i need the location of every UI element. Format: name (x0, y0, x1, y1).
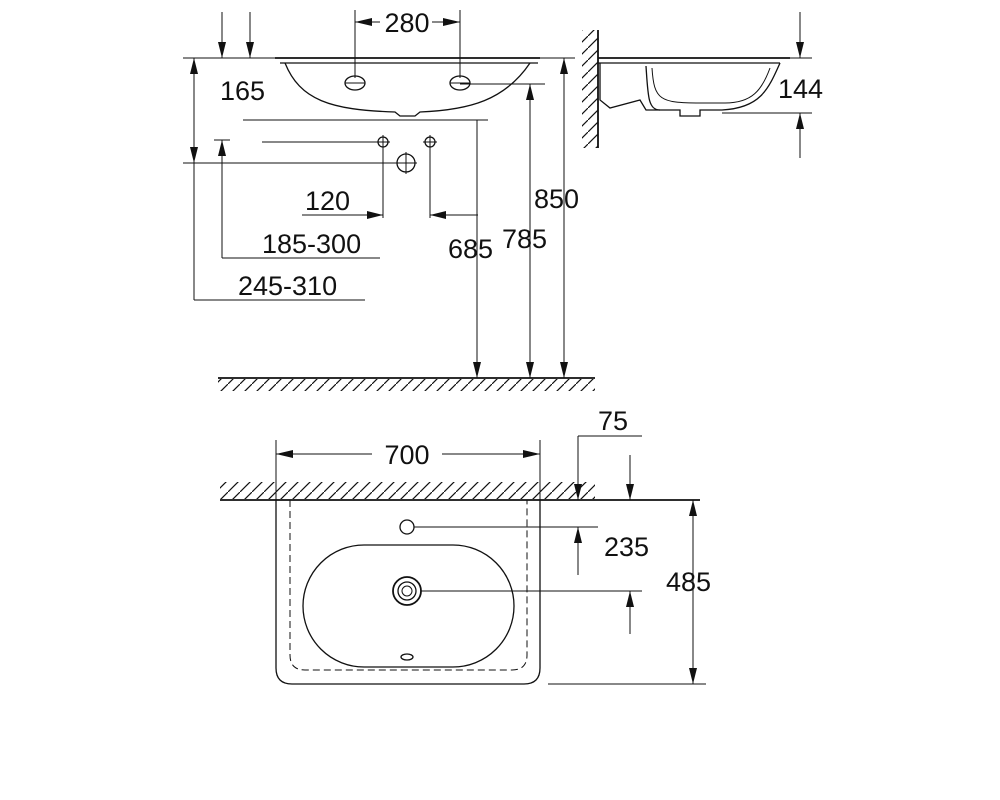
label-850: 850 (534, 184, 579, 214)
dim-485: 485 (548, 500, 711, 685)
dim-245-310: 245-310 (183, 58, 365, 301)
dim-235: 235 (414, 526, 649, 634)
plan-view (220, 482, 700, 685)
dim-165: 165 (183, 12, 488, 165)
dim-700: 700 (275, 440, 541, 500)
dim-850: 850 (534, 57, 579, 378)
label-185-300: 185-300 (262, 229, 361, 259)
side-elevation (582, 30, 790, 148)
dim-280: 280 (354, 8, 461, 78)
dim-785: 785 (460, 83, 547, 378)
dim-75: 75 (574, 406, 642, 500)
label-245-310: 245-310 (238, 271, 337, 301)
front-elevation (218, 57, 595, 391)
dim-685: 685 (448, 120, 493, 378)
label-485: 485 (666, 567, 711, 597)
dim-185-300: 185-300 (221, 141, 396, 259)
dim-144: 144 (722, 12, 823, 158)
label-144: 144 (778, 74, 823, 104)
label-280: 280 (384, 8, 429, 38)
label-165: 165 (220, 76, 265, 106)
label-75: 75 (598, 406, 628, 436)
dim-120: 120 (302, 148, 478, 219)
label-685: 685 (448, 234, 493, 264)
label-235: 235 (604, 532, 649, 562)
label-700: 700 (384, 440, 429, 470)
label-785: 785 (502, 224, 547, 254)
label-120: 120 (305, 186, 350, 216)
